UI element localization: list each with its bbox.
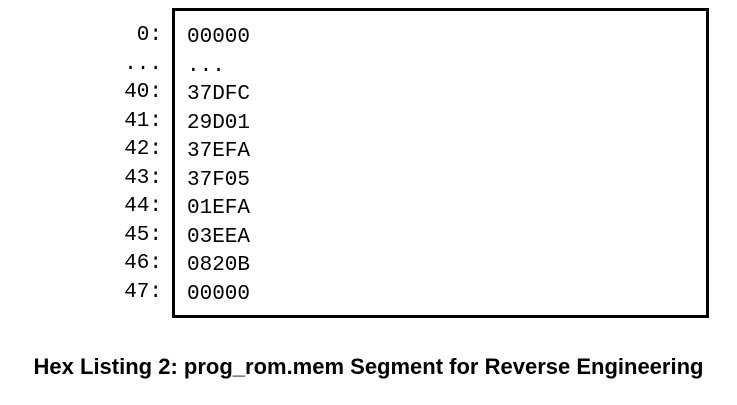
memory-value: 03EEA — [187, 225, 251, 249]
memory-value: 00000 — [187, 282, 251, 306]
memory-value: 00000 — [187, 26, 251, 49]
hex-listing: 0: ... 40: 41: 42: 43: 44: 45: 46: 47: 0… — [100, 8, 709, 318]
address-label: 44: — [124, 195, 162, 218]
address-label: 41: — [124, 109, 162, 133]
memory-contents-box: 00000 ... 37DFC 29D01 37EFA 37F05 01EFA … — [172, 8, 709, 318]
address-label: 43: — [124, 166, 162, 190]
listing-caption: Hex Listing 2: prog_rom.mem Segment for … — [33, 354, 704, 379]
address-label: ... — [124, 52, 162, 76]
address-label: 46: — [124, 252, 162, 275]
address-label: 45: — [124, 223, 162, 247]
memory-value: 37EFA — [187, 140, 251, 163]
address-label: 47: — [124, 280, 162, 304]
memory-value: ... — [187, 54, 225, 78]
memory-value: 0820B — [187, 254, 251, 277]
memory-value: 01EFA — [187, 197, 251, 220]
address-label: 0: — [136, 24, 162, 47]
memory-value: 37DFC — [187, 83, 251, 106]
address-label: 40: — [124, 81, 162, 104]
address-column: 0: ... 40: 41: 42: 43: 44: 45: 46: 47: — [100, 22, 162, 307]
address-label: 42: — [124, 138, 162, 161]
memory-value: 37F05 — [187, 168, 251, 192]
memory-value: 29D01 — [187, 111, 251, 135]
value-column: 00000 ... 37DFC 29D01 37EFA 37F05 01EFA … — [187, 24, 250, 309]
